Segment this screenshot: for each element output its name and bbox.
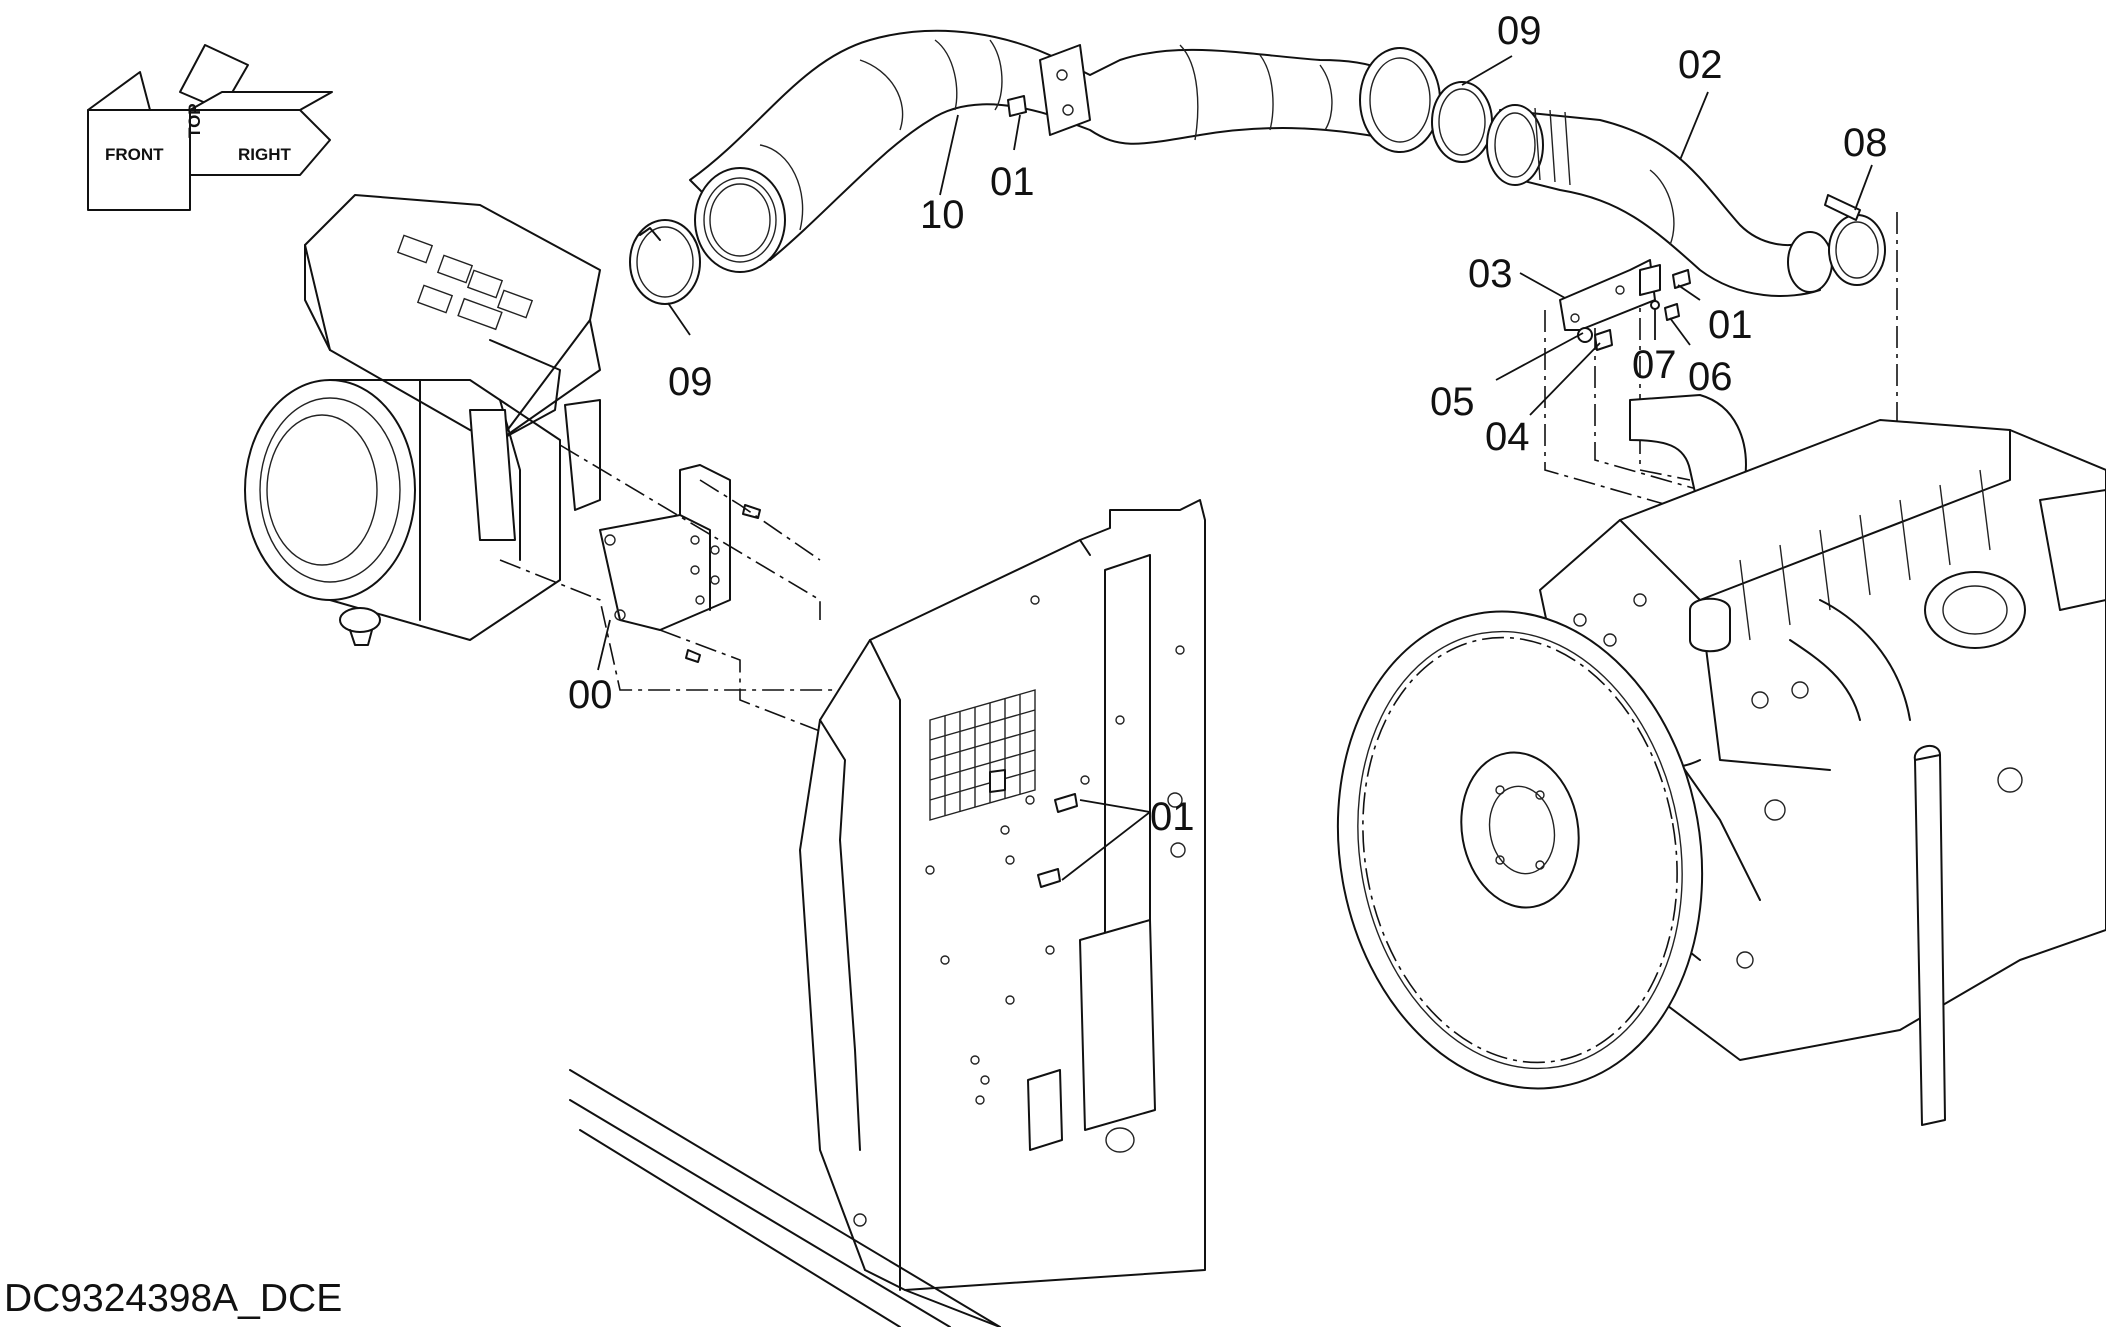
bracket-00 [599, 464, 761, 663]
callout-09-top: 09 [1497, 9, 1542, 53]
callout-08: 08 [1843, 121, 1888, 165]
engine [1336, 394, 2106, 1126]
bolts-panel [1037, 793, 1078, 888]
hose-02 [1486, 104, 1833, 351]
callout-06: 06 [1688, 355, 1733, 399]
callout-00: 00 [568, 673, 613, 717]
mount-panel [569, 499, 1206, 1327]
vent-grille [929, 689, 1036, 821]
clamp-09-right [1431, 81, 1493, 163]
callout-04: 04 [1485, 415, 1530, 459]
callout-01-hose: 01 [990, 160, 1035, 204]
hose-10 [689, 29, 1441, 273]
callout-07: 07 [1632, 343, 1677, 387]
drawing-id: DC9324398A_DCE [4, 1277, 342, 1320]
callout-09-left: 09 [668, 360, 713, 404]
callout-labels: 09 02 08 01 10 09 03 01 07 06 05 04 00 0… [568, 9, 1888, 839]
callout-05: 05 [1430, 380, 1475, 424]
callout-03: 03 [1468, 252, 1513, 296]
clamp-08 [1824, 194, 1886, 286]
callout-01-panel: 01 [1150, 795, 1195, 839]
top-label: TOP [185, 103, 204, 138]
front-label: FRONT [105, 145, 164, 164]
callout-10: 10 [920, 193, 965, 237]
orientation-indicator: FRONT TOP RIGHT [87, 44, 333, 211]
callout-01-bracket: 01 [1708, 303, 1753, 347]
clamp-09-left [629, 219, 701, 305]
right-label: RIGHT [238, 145, 292, 164]
air-cleaner [244, 194, 601, 646]
callout-02: 02 [1678, 43, 1723, 87]
